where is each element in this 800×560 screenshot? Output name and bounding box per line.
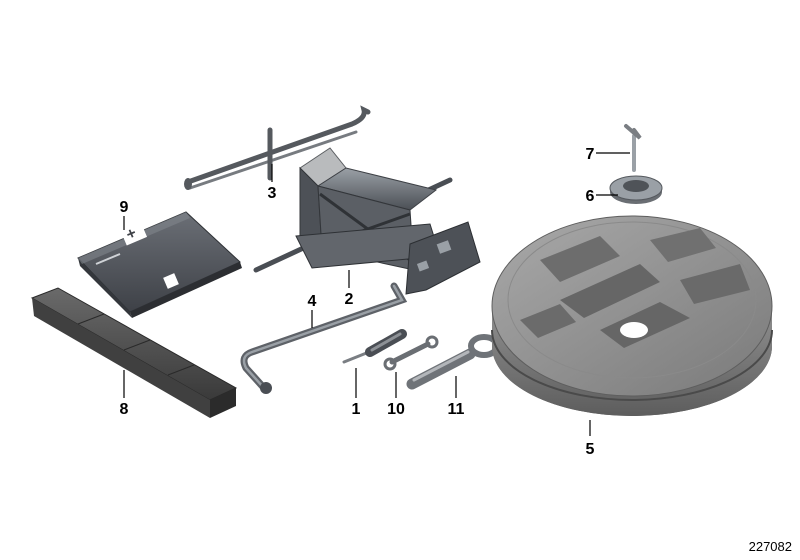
wheel-brace-illustration (184, 105, 371, 190)
spanner-illustration (383, 335, 439, 371)
tow-rod-illustration (240, 282, 408, 394)
diagram-reference-id: 227082 (748, 539, 792, 554)
callout-5: 5 (586, 441, 595, 458)
callout-7: 7 (586, 146, 595, 163)
hold-down-washer-illustration (609, 175, 663, 204)
callouts: 9 8 3 2 4 1 10 11 5 6 7 (120, 146, 595, 458)
foam-bar-illustration (30, 287, 238, 418)
callout-9: 9 (120, 199, 129, 216)
screwdriver-illustration (342, 329, 407, 364)
leader-lines (123, 152, 630, 436)
scissor-jack-illustration (253, 147, 481, 295)
callout-2: 2 (345, 291, 354, 308)
callout-6: 6 (586, 188, 595, 205)
callout-10: 10 (387, 401, 405, 418)
callout-4: 4 (308, 293, 317, 310)
foam-tray-illustration (491, 215, 773, 416)
first-aid-kit-illustration: + (77, 211, 242, 318)
bolt-illustration (624, 124, 642, 172)
callout-11: 11 (448, 401, 465, 418)
callout-1: 1 (352, 401, 361, 418)
callout-8: 8 (120, 401, 129, 418)
callout-3: 3 (268, 185, 277, 202)
